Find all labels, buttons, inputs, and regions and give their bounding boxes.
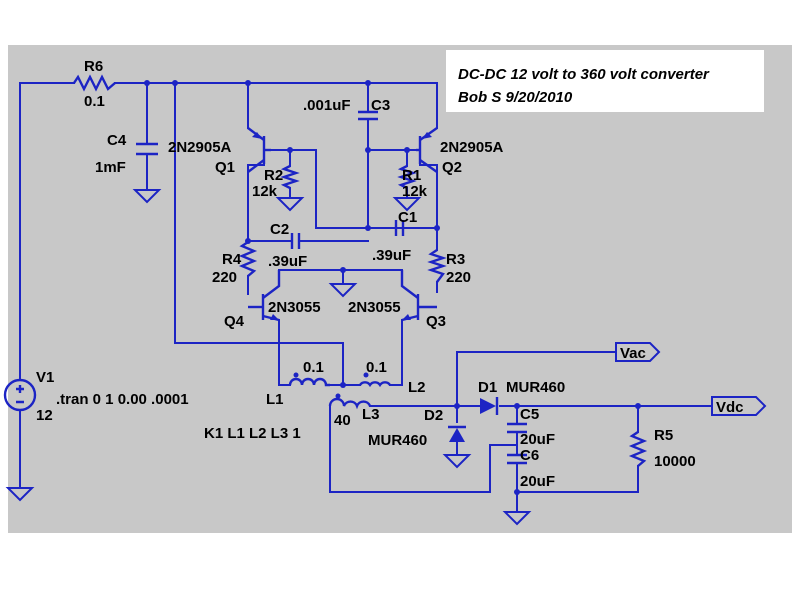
q2-label: Q2: [442, 159, 462, 176]
vdc-label: Vdc: [716, 399, 744, 416]
c3-value: .001uF: [303, 97, 351, 114]
q3-transistor: [400, 270, 437, 322]
r5-resistor: [628, 431, 648, 467]
d2-label: D2: [424, 407, 443, 424]
tran-directive: .tran 0 1 0.00 .0001: [56, 391, 189, 408]
d2-diode: [448, 425, 466, 442]
l3-label: L3: [362, 406, 380, 423]
d2-model: MUR460: [368, 432, 427, 449]
d1-label: D1: [478, 379, 497, 396]
c5-value: 20uF: [520, 431, 555, 448]
c2-label: C2: [270, 221, 289, 238]
vdc-net-flag: [711, 396, 767, 416]
r1-value: 12k: [402, 183, 428, 200]
ground-symbols: [5, 189, 532, 526]
l3-value: 40: [334, 412, 351, 429]
r1-label: R1: [402, 167, 421, 184]
q3-label: Q3: [426, 313, 446, 330]
l1-label: L1: [266, 391, 284, 408]
vac-net-flag: [615, 342, 661, 362]
c3-label: C3: [371, 97, 390, 114]
c4-label: C4: [107, 132, 127, 149]
l1-inductor: [288, 377, 330, 387]
c6-label: C6: [520, 447, 539, 464]
c2-capacitor: [290, 233, 301, 249]
r6-resistor: [73, 74, 116, 92]
q3-model: 2N3055: [348, 299, 401, 316]
q1-label: Q1: [215, 159, 235, 176]
r6-value: 0.1: [84, 93, 105, 110]
d1-model: MUR460: [506, 379, 565, 396]
vac-label: Vac: [620, 345, 646, 362]
r3-value: 220: [446, 269, 471, 286]
r4-label: R4: [222, 251, 242, 268]
q2-model: 2N2905A: [440, 139, 504, 156]
v1-label: V1: [36, 369, 54, 386]
d1-diode: [480, 397, 499, 415]
l2-value: 0.1: [366, 359, 387, 376]
c4-capacitor: [136, 142, 158, 156]
c1-label: C1: [398, 209, 417, 226]
c3-capacitor: [358, 110, 378, 121]
q1-model: 2N2905A: [168, 139, 232, 156]
v1-value: 12: [36, 407, 53, 424]
title-line-2: Bob S 9/20/2010: [458, 89, 573, 106]
l1-value: 0.1: [303, 359, 324, 376]
q2-transistor: [416, 127, 438, 173]
c1-capacitor: [394, 220, 405, 236]
r4-resistor: [238, 241, 258, 277]
l2-label: L2: [408, 379, 426, 396]
l2-inductor: [359, 381, 391, 388]
r3-resistor: [427, 249, 447, 283]
c2-value: .39uF: [268, 253, 307, 270]
r2-label: R2: [264, 167, 283, 184]
r2-resistor: [280, 164, 300, 190]
v1-source: [3, 378, 37, 412]
title-box: [446, 50, 764, 112]
r5-value: 10000: [654, 453, 696, 470]
title-line-1: DC-DC 12 volt to 360 volt converter: [458, 66, 710, 83]
c5-label: C5: [520, 406, 539, 423]
coupling-directive: K1 L1 L2 L3 1: [204, 425, 301, 442]
q4-label: Q4: [224, 313, 245, 330]
r1-resistor: [397, 164, 417, 190]
l3-inductor: [328, 397, 372, 410]
r3-label: R3: [446, 251, 465, 268]
c5-capacitor: [507, 422, 527, 434]
q4-model: 2N3055: [268, 299, 321, 316]
c4-value: 1mF: [95, 159, 126, 176]
q1-transistor: [247, 127, 271, 173]
c6-value: 20uF: [520, 473, 555, 490]
r4-value: 220: [212, 269, 237, 286]
junctions: [144, 80, 641, 495]
c1-value: .39uF: [372, 247, 411, 264]
q4-transistor: [248, 270, 281, 322]
r2-value: 12k: [252, 183, 278, 200]
c6-capacitor: [507, 453, 527, 465]
r6-label: R6: [84, 58, 103, 75]
r5-label: R5: [654, 427, 673, 444]
schematic-canvas: [8, 45, 792, 533]
